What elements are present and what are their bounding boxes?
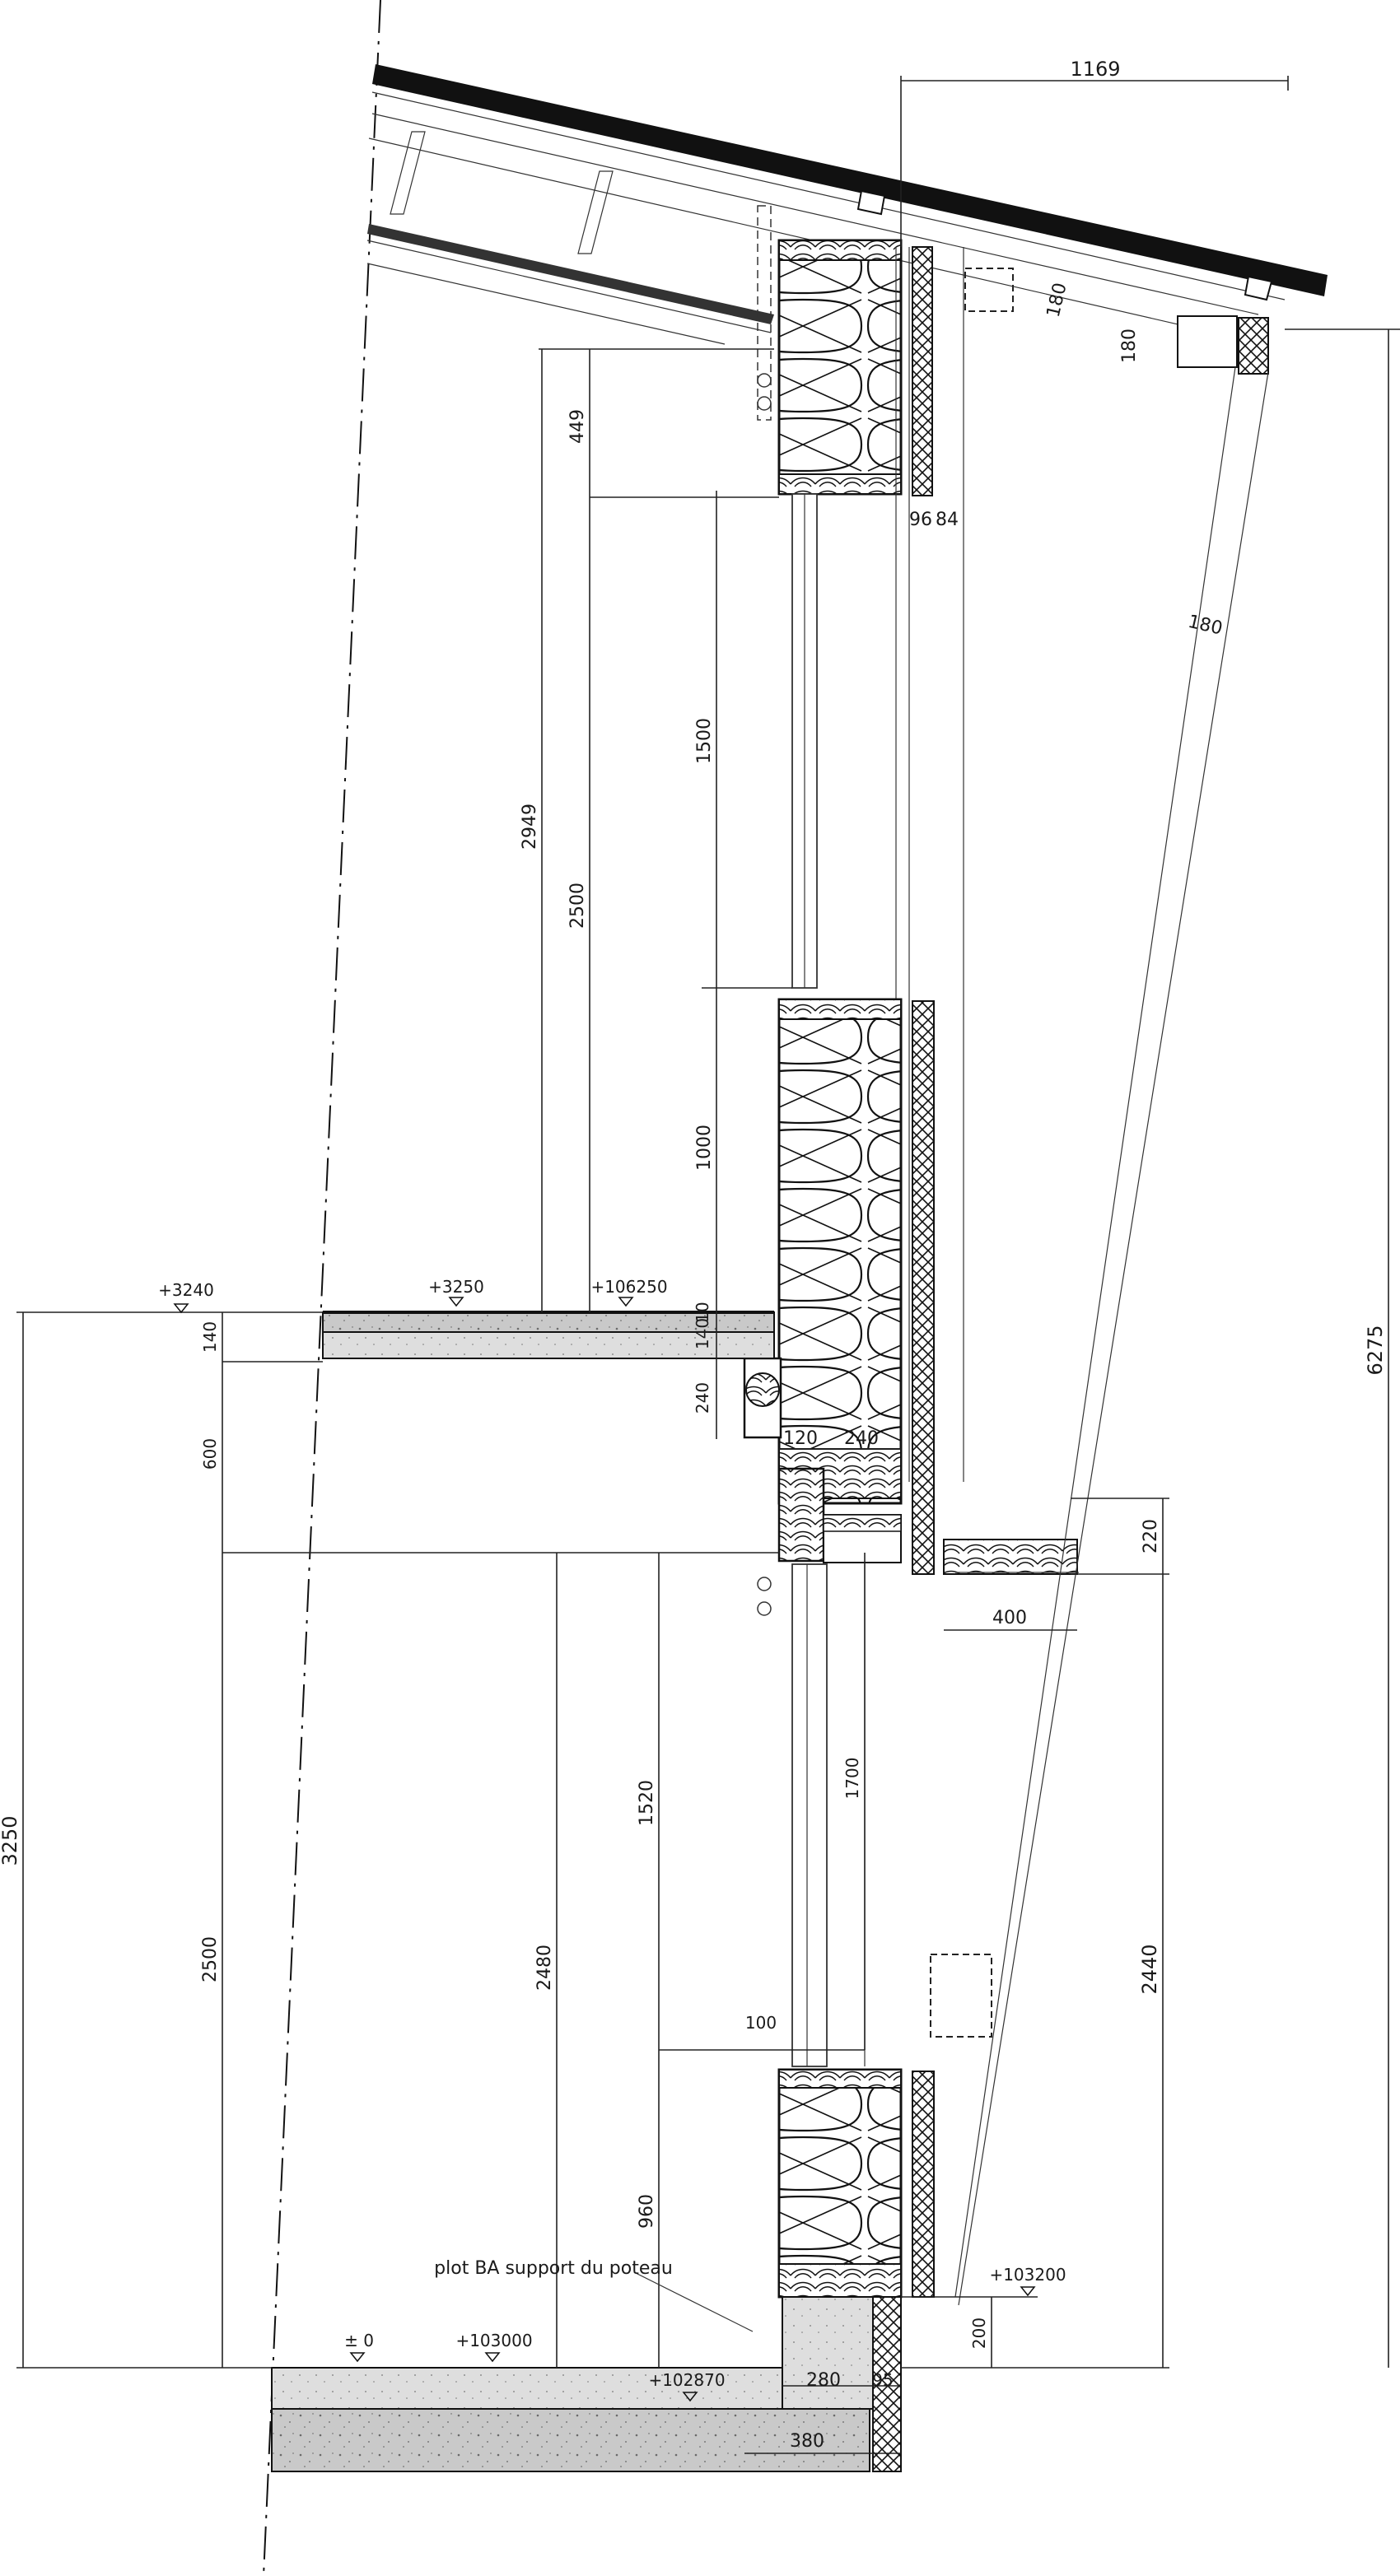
dim-200: 200 bbox=[969, 2317, 989, 2349]
level-labels: +3240 +3250 +106250 ± 0 +103000 +102870 … bbox=[158, 1277, 1066, 2390]
dim-140-left: 140 bbox=[200, 1321, 220, 1353]
dim-180-a: 180 bbox=[1043, 281, 1071, 319]
roof-covering bbox=[372, 64, 1328, 296]
level-102870: +102870 bbox=[648, 2370, 725, 2390]
dim-2949: 2949 bbox=[520, 804, 540, 850]
dim-10: 10 bbox=[693, 1302, 712, 1322]
dim-2500-bottom: 2500 bbox=[200, 1936, 221, 1982]
dim-6275: 6275 bbox=[1364, 1325, 1387, 1375]
level-0: ± 0 bbox=[344, 2331, 374, 2350]
dim-140-mid: 140 bbox=[693, 1318, 712, 1349]
lower-wall-panel bbox=[777, 2068, 935, 2299]
lower-window bbox=[757, 1563, 992, 2067]
grid-axis-line bbox=[263, 0, 381, 2576]
upper-floor-slab bbox=[322, 1311, 775, 1359]
dim-280: 280 bbox=[806, 2370, 841, 2391]
dim-96: 96 bbox=[909, 510, 932, 530]
level-103000: +103000 bbox=[455, 2331, 532, 2350]
dim-1169: 1169 bbox=[1070, 58, 1120, 81]
level-106250: +106250 bbox=[590, 1277, 667, 1297]
dimension-lines bbox=[16, 76, 1400, 2454]
level-3240: +3240 bbox=[158, 1280, 214, 1300]
dim-2440: 2440 bbox=[1138, 1944, 1161, 1994]
dim-400: 400 bbox=[992, 1608, 1027, 1628]
annotation-plot-ba: plot BA support du poteau bbox=[434, 2258, 673, 2279]
dim-240-v: 240 bbox=[693, 1382, 712, 1414]
upper-wall-panel bbox=[757, 205, 933, 496]
level-103200: +103200 bbox=[989, 2265, 1066, 2285]
dim-2500-top: 2500 bbox=[567, 883, 588, 929]
dim-180-c: 180 bbox=[1186, 612, 1225, 640]
dimension-labels: 1169 180 180 180 449 96 84 1500 2949 250… bbox=[0, 58, 1387, 2452]
level-markers bbox=[173, 1297, 1036, 2402]
level-3250: +3250 bbox=[428, 1277, 484, 1297]
dim-600: 600 bbox=[200, 1438, 220, 1470]
dim-180-b: 180 bbox=[1119, 328, 1140, 363]
upper-window bbox=[791, 247, 964, 1482]
dim-84: 84 bbox=[936, 510, 959, 530]
dim-1500: 1500 bbox=[694, 718, 715, 764]
dim-1000: 1000 bbox=[694, 1125, 715, 1171]
dim-100: 100 bbox=[745, 2013, 777, 2033]
dim-95: 95 bbox=[872, 2370, 893, 2390]
dim-3250: 3250 bbox=[0, 1815, 21, 1866]
ground-slab bbox=[271, 2296, 902, 2472]
dim-1520: 1520 bbox=[637, 1780, 657, 1826]
dim-240-h: 240 bbox=[844, 1428, 879, 1449]
dim-2480: 2480 bbox=[534, 1945, 555, 1991]
dim-220: 220 bbox=[1141, 1519, 1161, 1554]
dim-120: 120 bbox=[783, 1428, 818, 1449]
dim-380: 380 bbox=[790, 2431, 824, 2452]
middle-wall-panel bbox=[743, 998, 1078, 1575]
dim-960: 960 bbox=[637, 2194, 657, 2229]
roof bbox=[366, 64, 1328, 375]
dim-1700: 1700 bbox=[842, 1758, 862, 1800]
dim-449: 449 bbox=[567, 409, 588, 444]
